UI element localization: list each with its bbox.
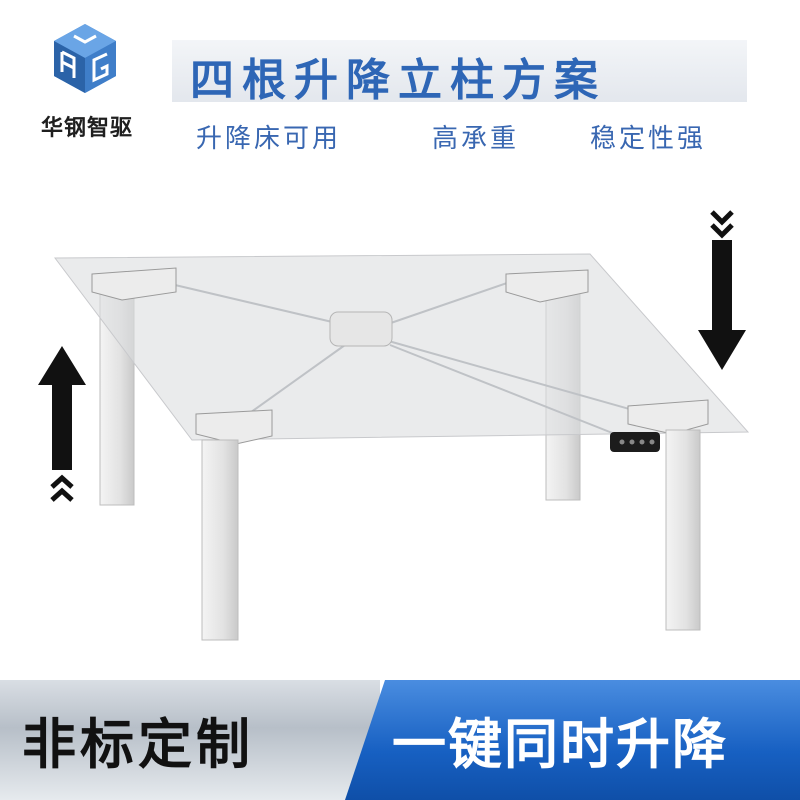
arrow-down-icon	[698, 210, 746, 370]
footer-left-panel	[0, 680, 380, 800]
brand-name: 华钢智驱	[40, 116, 133, 141]
control-box	[329, 311, 393, 347]
front-right-leg	[665, 429, 701, 631]
one-key-lift-label: 一键同时升降	[392, 713, 728, 776]
title-background	[172, 40, 747, 102]
bracket-front-left	[195, 409, 273, 445]
footer-right-panel	[345, 680, 800, 800]
cables	[174, 281, 641, 441]
hand-controller	[610, 432, 660, 452]
page-title: 四根升降立柱方案	[190, 55, 606, 106]
brand-logo-icon	[54, 24, 116, 93]
custom-made-label: 非标定制	[22, 713, 254, 776]
bracket-back-right	[505, 269, 589, 303]
feature-2: 高承重	[432, 124, 520, 154]
bracket-back-left	[91, 267, 177, 301]
footer-banner	[0, 680, 800, 800]
front-left-leg	[201, 439, 239, 641]
lifting-table-illustration	[38, 210, 750, 641]
feature-3: 稳定性强	[590, 124, 707, 154]
bracket-front-right	[627, 399, 709, 435]
arrow-up-icon	[38, 346, 86, 502]
feature-1: 升降床可用	[196, 124, 342, 154]
